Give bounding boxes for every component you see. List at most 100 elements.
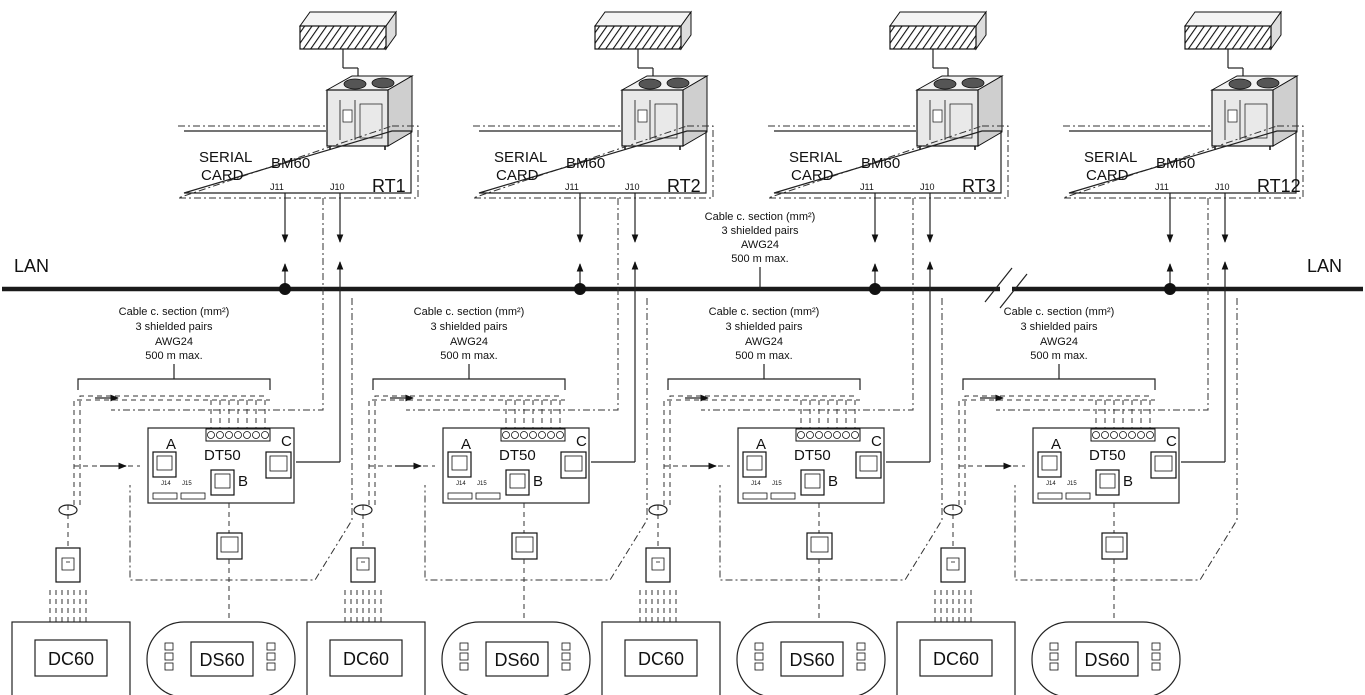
dc60-display xyxy=(624,639,698,677)
serial-card-label-line1: SERIAL xyxy=(1084,149,1137,166)
cable-ferrite-icon xyxy=(943,504,963,516)
cable-note-line: Cable c. section (mm²) xyxy=(414,306,525,318)
dc60-label: DC60 xyxy=(638,649,684,669)
terminal-connector-icon xyxy=(55,547,81,583)
j14-j15-terminals xyxy=(447,492,501,500)
j10-label: J10 xyxy=(625,182,640,192)
cable-note-line: 500 m max. xyxy=(731,253,788,265)
lan-node xyxy=(1164,283,1176,295)
rt-label: RT12 xyxy=(1257,176,1301,196)
rooftop-unit-icon xyxy=(325,75,414,150)
serial-card-label-line1: SERIAL xyxy=(789,149,842,166)
cable-note-line: 500 m max. xyxy=(440,350,497,362)
j10-label: J10 xyxy=(920,182,935,192)
cable-note-line: 500 m max. xyxy=(735,350,792,362)
j14-label: J14 xyxy=(456,481,466,487)
air-handler-icon xyxy=(889,10,987,51)
cable-bracket xyxy=(962,364,1156,390)
j14-j15-terminals xyxy=(152,492,206,500)
port-c-label: C xyxy=(281,433,292,450)
cable-note-line: 500 m max. xyxy=(145,350,202,362)
dc60-display xyxy=(919,639,993,677)
bm60-label: BM60 xyxy=(1156,155,1195,172)
ds60-display xyxy=(190,641,254,677)
dc60-label: DC60 xyxy=(343,649,389,669)
ds60-label: DS60 xyxy=(494,650,539,670)
terminal-connector-icon xyxy=(350,547,376,583)
serial-card-label-line2: CARD xyxy=(496,167,539,184)
lan-node xyxy=(279,283,291,295)
j15-label: J15 xyxy=(1067,481,1077,487)
air-handler-icon xyxy=(594,10,692,51)
upper-cable-note: Cable c. section (mm²) 3 shielded pairs … xyxy=(705,211,816,289)
cable-note-line: Cable c. section (mm²) xyxy=(1004,306,1115,318)
j10-label: J10 xyxy=(1215,182,1230,192)
serial-card-label-line2: CARD xyxy=(791,167,834,184)
cable-bracket xyxy=(77,364,271,390)
rj45-port-c xyxy=(855,451,882,479)
rooftop-unit-icon xyxy=(1210,75,1299,150)
cable-ferrite-icon xyxy=(353,504,373,516)
fan-icon xyxy=(371,77,395,89)
control-enclosure xyxy=(111,198,353,581)
air-handler-icon xyxy=(1184,10,1282,51)
serial-card-board xyxy=(1068,130,1297,194)
ds60-left-buttons xyxy=(164,642,174,671)
j11-label: J11 xyxy=(270,182,284,192)
terminal-connector-icon xyxy=(940,547,966,583)
port-a-label: A xyxy=(756,436,766,453)
port-b-label: B xyxy=(238,473,248,490)
cable-note-line: 3 shielded pairs xyxy=(135,321,213,333)
dt50-label: DT50 xyxy=(1089,447,1126,464)
bus-wire xyxy=(669,395,856,505)
terminal-drops xyxy=(210,400,266,428)
dc-wire-bundle xyxy=(934,590,972,622)
serial-card-enclosure xyxy=(472,125,714,199)
ds60-left-buttons xyxy=(754,642,764,671)
cable-bracket xyxy=(372,364,566,390)
j10-label: J10 xyxy=(330,182,345,192)
rj45-port-c xyxy=(560,451,587,479)
ds60-label: DS60 xyxy=(789,650,834,670)
cable-note-line: AWG24 xyxy=(745,336,783,348)
j14-j15-terminals xyxy=(1037,492,1091,500)
cable-note-line: AWG24 xyxy=(1040,336,1078,348)
port-c-label: C xyxy=(871,433,882,450)
fan-icon xyxy=(933,78,957,90)
bm60-label: BM60 xyxy=(271,155,310,172)
ds60-right-buttons xyxy=(1151,642,1161,671)
serial-card-label-line1: SERIAL xyxy=(199,149,252,166)
terminal-drops xyxy=(1095,400,1151,428)
bus-wire xyxy=(958,399,1155,505)
rt-label: RT3 xyxy=(962,176,996,196)
unit-rt12: SERIAL CARD BM60 J11 J10 RT12 Cable c. s… xyxy=(896,10,1304,695)
rj45-ds-connector xyxy=(511,532,538,560)
serial-card-enclosure xyxy=(767,125,1009,199)
dt50-label: DT50 xyxy=(499,447,536,464)
terminal-block xyxy=(795,428,861,442)
bus-wire xyxy=(964,395,1151,505)
serial-card-enclosure xyxy=(1062,125,1304,199)
terminal-drops xyxy=(505,400,561,428)
unit-rt2: SERIAL CARD BM60 J11 J10 RT2 Cable c. se… xyxy=(306,10,714,695)
bm60-label: BM60 xyxy=(566,155,605,172)
port-a-label: A xyxy=(166,436,176,453)
ds60-display xyxy=(1075,641,1139,677)
port-b-label: B xyxy=(828,473,838,490)
serial-card-label-line2: CARD xyxy=(201,167,244,184)
cable-note-line: Cable c. section (mm²) xyxy=(119,306,230,318)
lan-break-mark xyxy=(984,267,1013,303)
ds60-right-buttons xyxy=(561,642,571,671)
lan-node xyxy=(869,283,881,295)
cable-note-line: Cable c. section (mm²) xyxy=(705,211,816,223)
ds60-left-buttons xyxy=(1049,642,1059,671)
control-enclosure xyxy=(701,198,943,581)
ds60-right-buttons xyxy=(266,642,276,671)
cable-note-line: 3 shielded pairs xyxy=(721,225,799,237)
rj45-ds-connector xyxy=(1101,532,1128,560)
j11-label: J11 xyxy=(860,182,874,192)
dc-wire-bundle xyxy=(344,590,382,622)
cable-note-line: 500 m max. xyxy=(1030,350,1087,362)
j15-label: J15 xyxy=(477,481,487,487)
